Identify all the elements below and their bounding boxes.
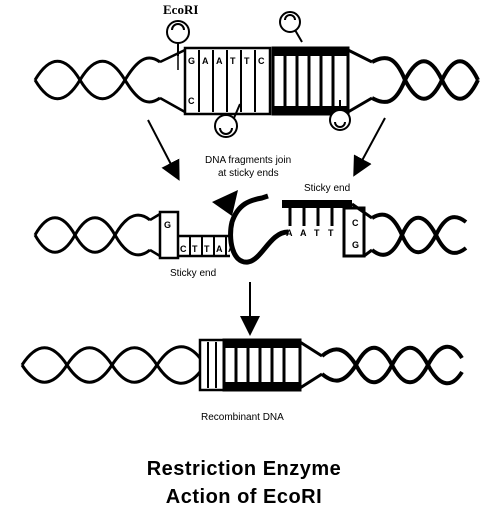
site-letter: T	[230, 56, 236, 66]
helix-middle-right	[370, 212, 468, 257]
site-letter: T	[244, 56, 250, 66]
site-letter: G	[188, 56, 195, 66]
strand-connector-top-right	[347, 48, 373, 114]
title-line-2: Action of EcoRI	[165, 486, 323, 508]
helix-top-right	[371, 56, 480, 104]
strand-connector-bottom-right	[299, 340, 323, 390]
site-letter: G	[352, 240, 359, 250]
dna-segment-top-left	[183, 46, 272, 116]
join-note-line2: at sticky ends	[218, 168, 279, 179]
site-letter: C	[258, 56, 265, 66]
helix-bottom-right	[320, 344, 464, 386]
site-letter: T	[328, 228, 334, 238]
site-letter: A	[216, 56, 223, 66]
site-letter: T	[204, 244, 210, 254]
dna-segment-top-right	[271, 46, 350, 116]
helix-middle-left	[33, 213, 151, 257]
strand-connector-top-left	[159, 48, 186, 114]
sticky-end-label-right: Sticky end	[304, 183, 350, 194]
site-letters-middle-right: A A T T C G	[286, 218, 359, 250]
site-letter: G	[164, 220, 171, 230]
enzyme-label: EcoRI	[163, 2, 198, 17]
enzyme-icon	[279, 11, 303, 43]
title-line-1: Restriction Enzyme	[146, 458, 342, 480]
site-letters-top-left: G A A T T C C	[188, 56, 265, 106]
recombinant-dna-label: Recombinant DNA	[201, 412, 284, 423]
site-letter: A	[202, 56, 209, 66]
helix-top-left	[33, 56, 161, 104]
dna-segment-bottom-left	[198, 338, 226, 392]
helix-bottom-left	[20, 345, 202, 385]
sticky-end-label-left: Sticky end	[170, 268, 216, 279]
site-letter: A	[300, 228, 307, 238]
join-curve-arrow	[228, 193, 289, 265]
site-letter: T	[314, 228, 320, 238]
strand-connector-middle-left	[149, 212, 161, 258]
site-letter: C	[352, 218, 359, 228]
strand-connector-middle-right	[351, 202, 373, 258]
dna-segment-bottom-right	[222, 338, 302, 392]
enzyme-icon	[166, 20, 190, 56]
dna-segment-middle-right	[282, 200, 366, 258]
dna-segment-middle-left	[158, 210, 230, 260]
enzyme-icon	[329, 100, 351, 131]
site-letter: A	[216, 244, 223, 254]
join-note-line1: DNA fragments join	[205, 155, 291, 166]
site-letter: C	[188, 96, 195, 106]
arrow-down-right	[353, 117, 386, 177]
site-letter: T	[192, 244, 198, 254]
site-letter: C	[180, 244, 187, 254]
enzyme-icon	[214, 103, 241, 138]
site-letter: A	[286, 228, 293, 238]
arrow-down-left	[147, 119, 180, 181]
join-curve-arrowhead	[212, 190, 238, 216]
